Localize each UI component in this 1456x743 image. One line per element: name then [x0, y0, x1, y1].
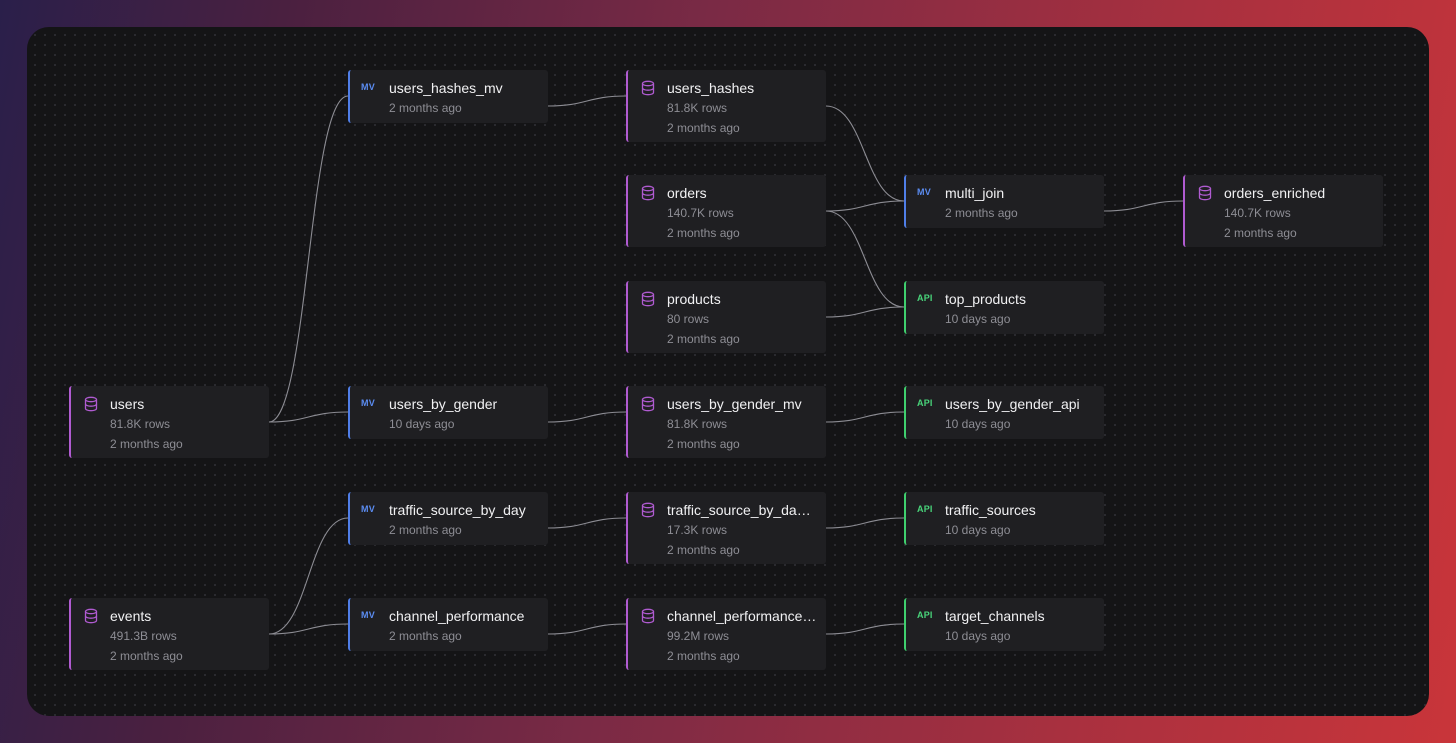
edge-users_hashes_mv-to-users_hashes — [547, 95, 627, 107]
node-updated: 2 months ago — [667, 437, 740, 451]
edge-users_hashes-to-multi_join — [825, 105, 905, 202]
node-row-count: 491.3B rows — [110, 629, 177, 643]
node-name: products — [667, 291, 721, 307]
node-target-channels[interactable]: API target_channels 10 days ago — [904, 598, 1104, 651]
database-icon — [83, 396, 101, 414]
node-updated: 2 months ago — [389, 523, 462, 537]
node-users-hashes[interactable]: users_hashes 81.8K rows 2 months ago — [626, 70, 826, 142]
node-orders-enriched[interactable]: orders_enriched 140.7K rows 2 months ago — [1183, 175, 1383, 247]
mv-badge: MV — [361, 504, 375, 514]
node-name: top_products — [945, 291, 1026, 307]
node-updated: 2 months ago — [389, 629, 462, 643]
database-icon — [640, 185, 658, 203]
node-row-count: 140.7K rows — [667, 206, 734, 220]
node-users-by-gender-api[interactable]: API users_by_gender_api 10 days ago — [904, 386, 1104, 439]
edge-traffic_source_by_day_ds-to-traffic_sources — [825, 517, 905, 529]
node-updated: 2 months ago — [667, 121, 740, 135]
database-icon — [640, 291, 658, 309]
edge-layer — [268, 95, 1184, 635]
node-name: users_hashes — [667, 80, 755, 96]
node-name: traffic_sources — [945, 502, 1036, 518]
node-name: traffic_source_by_da… — [667, 502, 811, 518]
node-name: multi_join — [945, 185, 1005, 201]
node-channel-performance-ds[interactable]: channel_performance… 99.2M rows 2 months… — [626, 598, 826, 670]
node-name: target_channels — [945, 608, 1045, 624]
database-icon — [640, 80, 658, 98]
node-users-hashes-mv[interactable]: MV users_hashes_mv 2 months ago — [348, 70, 548, 123]
node-name: users — [110, 396, 145, 412]
node-updated: 10 days ago — [945, 629, 1011, 643]
edge-orders-to-top_products — [825, 210, 905, 308]
node-updated: 10 days ago — [945, 523, 1011, 537]
node-updated: 2 months ago — [389, 101, 462, 115]
edge-events-to-channel_performance — [268, 623, 349, 635]
edge-events-to-traffic_source_by_day — [268, 517, 349, 635]
node-traffic-sources[interactable]: API traffic_sources 10 days ago — [904, 492, 1104, 545]
node-updated: 10 days ago — [945, 312, 1011, 326]
node-updated: 2 months ago — [1224, 226, 1297, 240]
database-icon — [640, 608, 658, 626]
lineage-canvas[interactable]: MV users_hashes_mv 2 months ago MV users… — [27, 27, 1429, 716]
database-icon — [640, 396, 658, 414]
api-badge: API — [917, 610, 933, 620]
node-updated: 2 months ago — [667, 649, 740, 663]
node-users-by-gender[interactable]: MV users_by_gender 10 days ago — [348, 386, 548, 439]
node-orders[interactable]: orders 140.7K rows 2 months ago — [626, 175, 826, 247]
edge-products-to-top_products — [825, 306, 905, 318]
node-row-count: 17.3K rows — [667, 523, 728, 537]
node-name: orders_enriched — [1224, 185, 1326, 201]
node-name: events — [110, 608, 152, 624]
node-top-products[interactable]: API top_products 10 days ago — [904, 281, 1104, 334]
node-users-by-gender-mv[interactable]: users_by_gender_mv 81.8K rows 2 months a… — [626, 386, 826, 458]
node-name: users_by_gender — [389, 396, 498, 412]
node-updated: 2 months ago — [667, 226, 740, 240]
node-row-count: 81.8K rows — [110, 417, 171, 431]
edge-traffic_source_by_day-to-traffic_source_by_day_ds — [547, 517, 627, 529]
node-multi-join[interactable]: MV multi_join 2 months ago — [904, 175, 1104, 228]
node-events[interactable]: events 491.3B rows 2 months ago — [69, 598, 269, 670]
edge-channel_performance-to-channel_performance_ds — [547, 623, 627, 635]
node-updated: 10 days ago — [945, 417, 1011, 431]
node-name: traffic_source_by_day — [389, 502, 526, 518]
node-row-count: 80 rows — [667, 312, 710, 326]
node-updated: 2 months ago — [110, 437, 183, 451]
node-name: orders — [667, 185, 707, 201]
node-row-count: 81.8K rows — [667, 101, 728, 115]
mv-badge: MV — [361, 398, 375, 408]
edge-users_by_gender-to-users_by_gender_mv — [547, 411, 627, 423]
edge-multi_join-to-orders_enriched — [1103, 200, 1184, 212]
mv-badge: MV — [361, 610, 375, 620]
edge-orders-to-multi_join — [825, 200, 905, 212]
node-row-count: 140.7K rows — [1224, 206, 1291, 220]
node-updated: 2 months ago — [945, 206, 1018, 220]
node-updated: 2 months ago — [667, 332, 740, 346]
node-updated: 2 months ago — [667, 543, 740, 557]
mv-badge: MV — [917, 187, 931, 197]
node-users[interactable]: users 81.8K rows 2 months ago — [69, 386, 269, 458]
node-name: users_by_gender_api — [945, 396, 1080, 412]
database-icon — [640, 502, 658, 520]
node-channel-performance[interactable]: MV channel_performance 2 months ago — [348, 598, 548, 651]
node-updated: 10 days ago — [389, 417, 455, 431]
edge-channel_performance_ds-to-target_channels — [825, 623, 905, 635]
mv-badge: MV — [361, 82, 375, 92]
node-name: users_hashes_mv — [389, 80, 503, 96]
node-row-count: 99.2M rows — [667, 629, 730, 643]
api-badge: API — [917, 398, 933, 408]
database-icon — [83, 608, 101, 626]
node-updated: 2 months ago — [110, 649, 183, 663]
node-traffic-source-by-day[interactable]: MV traffic_source_by_day 2 months ago — [348, 492, 548, 545]
edge-users_by_gender_mv-to-users_by_gender_api — [825, 411, 905, 423]
edge-users-to-users_hashes_mv — [268, 95, 349, 423]
edge-users-to-users_by_gender — [268, 411, 349, 423]
node-traffic-source-by-day-ds[interactable]: traffic_source_by_da… 17.3K rows 2 month… — [626, 492, 826, 564]
node-name: users_by_gender_mv — [667, 396, 802, 412]
node-name: channel_performance… — [667, 608, 817, 624]
api-badge: API — [917, 293, 933, 303]
node-products[interactable]: products 80 rows 2 months ago — [626, 281, 826, 353]
node-row-count: 81.8K rows — [667, 417, 728, 431]
api-badge: API — [917, 504, 933, 514]
node-name: channel_performance — [389, 608, 525, 624]
database-icon — [1197, 185, 1215, 203]
